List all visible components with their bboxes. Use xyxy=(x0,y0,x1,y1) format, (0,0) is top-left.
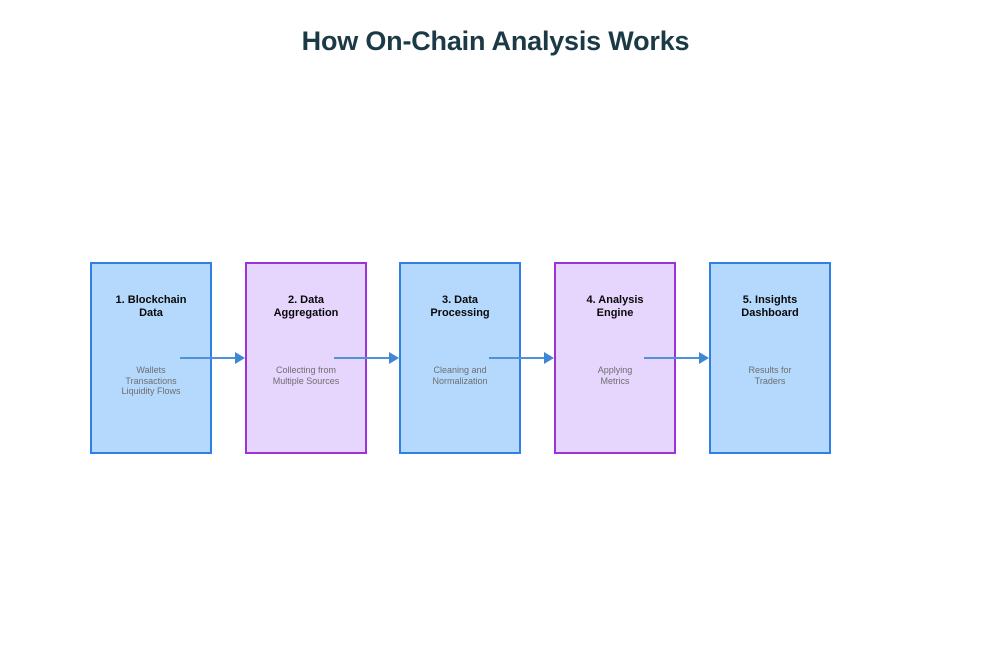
stage-caption: Wallets Transactions Liquidity Flows xyxy=(121,365,181,397)
stage-title: 1. Blockchain Data xyxy=(115,294,187,319)
arrow-connector-3-to-4 xyxy=(489,351,554,365)
stage-caption: Collecting from Multiple Sources xyxy=(272,365,340,386)
arrow-shaft xyxy=(489,357,544,359)
stage-title: 5. Insights Dashboard xyxy=(741,294,799,319)
arrow-head-icon xyxy=(235,352,245,364)
arrow-connector-1-to-2 xyxy=(180,351,245,365)
stage-title: 2. Data Aggregation xyxy=(273,294,339,319)
flow-stage-insights-dashboard[interactable]: 5. Insights Dashboard Results for Trader… xyxy=(709,262,831,454)
arrow-shaft xyxy=(334,357,389,359)
arrow-connector-2-to-3 xyxy=(334,351,399,365)
arrow-shaft xyxy=(644,357,699,359)
arrow-head-icon xyxy=(544,352,554,364)
stage-caption: Results for Traders xyxy=(748,365,792,386)
stage-title: 4. Analysis Engine xyxy=(586,294,644,319)
arrow-head-icon xyxy=(389,352,399,364)
stage-title: 3. Data Processing xyxy=(430,294,490,319)
arrow-head-icon xyxy=(699,352,709,364)
arrow-shaft xyxy=(180,357,235,359)
stage-caption: Applying Metrics xyxy=(597,365,633,386)
arrow-connector-4-to-5 xyxy=(644,351,709,365)
page-title: How On-Chain Analysis Works xyxy=(301,26,690,56)
stage-caption: Cleaning and Normalization xyxy=(432,365,488,386)
